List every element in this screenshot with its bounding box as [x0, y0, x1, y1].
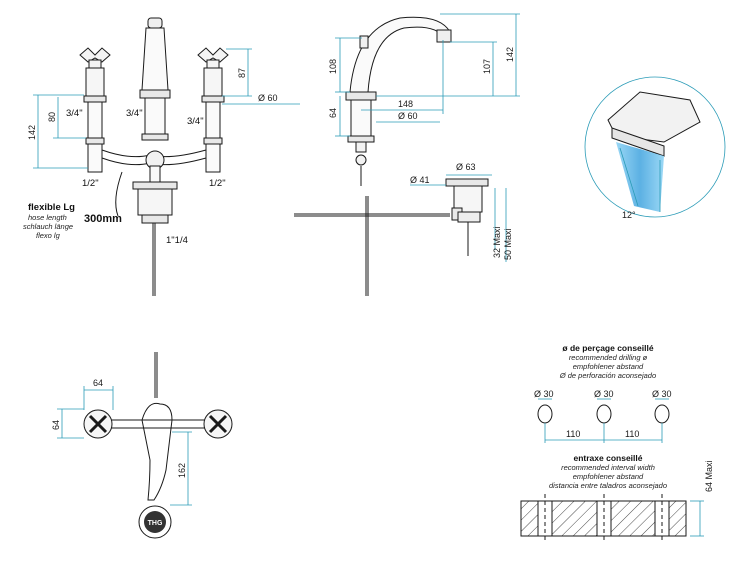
top-popup-knob — [138, 505, 172, 539]
interval-title: entraxe conseillé — [574, 453, 643, 463]
dim-64-top-w: 64 — [93, 378, 103, 388]
dim-dia60-side: Ø 60 — [398, 111, 418, 121]
side-dimensions — [335, 13, 520, 262]
dim-87: 87 — [237, 68, 247, 78]
dim-50-maxi: 50 Maxi — [503, 228, 513, 260]
side-drain — [445, 178, 489, 256]
spacing-1: 110 — [566, 429, 580, 439]
side-spout — [294, 16, 452, 296]
bore-centerlines — [544, 494, 663, 542]
tee-connector — [101, 149, 207, 183]
dim-162: 162 — [177, 463, 187, 478]
dim-80: 80 — [47, 112, 57, 122]
thread-left-top: 3/4" — [66, 108, 83, 119]
dim-64-top-h: 64 — [51, 420, 61, 430]
dim-108: 108 — [328, 59, 338, 74]
center-spout — [139, 17, 171, 141]
dim-64-side: 64 — [328, 108, 338, 118]
thread-left-bottom: 1/2" — [82, 178, 99, 189]
interval-line1: recommended interval width — [561, 463, 655, 472]
interval-line2: empfohlener abstand — [573, 472, 644, 481]
thread-right-bottom: 1/2" — [209, 178, 226, 189]
drain-assembly — [132, 181, 178, 296]
drilling-title: ø de perçage conseillé — [562, 343, 653, 353]
thread-right: 3/4" — [187, 116, 204, 127]
right-handle — [197, 47, 229, 173]
interval-max: 64 Maxi — [704, 460, 714, 492]
drill-dimensions — [538, 398, 669, 443]
dim-148: 148 — [398, 99, 413, 109]
hose-length: 300mm — [84, 213, 122, 225]
left-handle — [79, 47, 111, 173]
hose-line — [115, 171, 123, 217]
dim-dia60-front: Ø 60 — [258, 93, 278, 103]
hose-line2: schlauch länge — [23, 222, 73, 231]
side-view: 108 64 107 142 148 Ø 60 Ø 63 Ø 41 32 Max… — [294, 13, 520, 296]
dim-32-maxi: 32 Maxi — [492, 226, 502, 258]
front-view: 142 80 87 Ø 60 3/4" 3/4" 3/4" 1/2" 1/2" … — [23, 17, 300, 296]
dim-142-side: 142 — [505, 47, 515, 62]
drilling-line3: Ø de perforación aconsejado — [559, 371, 656, 380]
interval-line3: distancia entre taladros aconsejado — [549, 481, 667, 490]
top-right-handle — [203, 409, 233, 439]
hose-line3: flexo lg — [36, 231, 61, 240]
dim-142-front: 142 — [27, 125, 37, 140]
hose-title: flexible Lg — [28, 202, 75, 213]
water-stream — [616, 142, 664, 212]
top-spout — [141, 402, 173, 501]
aerator-angle: 12° — [622, 210, 636, 220]
drill-holes — [537, 404, 670, 424]
interval-dimension — [690, 500, 704, 537]
logo-badge — [144, 511, 166, 533]
dim-107: 107 — [482, 59, 492, 74]
hole-dia-3: Ø 30 — [652, 389, 672, 399]
interval-diagram: entraxe conseillé recommended interval w… — [520, 453, 714, 542]
drilling-line2: empfohlener abstand — [573, 362, 644, 371]
drilling-diagram: ø de perçage conseillé recommended drill… — [534, 343, 672, 443]
aerator-detail: 12° — [584, 76, 726, 220]
dim-dia41: Ø 41 — [410, 175, 430, 185]
front-dimensions — [33, 48, 300, 169]
logo-text: THG — [148, 520, 163, 527]
thread-center: 3/4" — [126, 108, 143, 119]
dim-dia63: Ø 63 — [456, 162, 476, 172]
spacing-2: 110 — [625, 429, 639, 439]
top-left-handle — [83, 409, 113, 439]
hole-dia-1: Ø 30 — [534, 389, 554, 399]
hole-dia-2: Ø 30 — [594, 389, 614, 399]
top-dimensions — [57, 386, 192, 506]
drilling-line1: recommended drilling ø — [569, 353, 648, 362]
hose-line1: hose length — [28, 213, 67, 222]
thread-drain: 1"1/4 — [166, 235, 188, 246]
top-view: THG 64 64 162 — [51, 352, 233, 539]
